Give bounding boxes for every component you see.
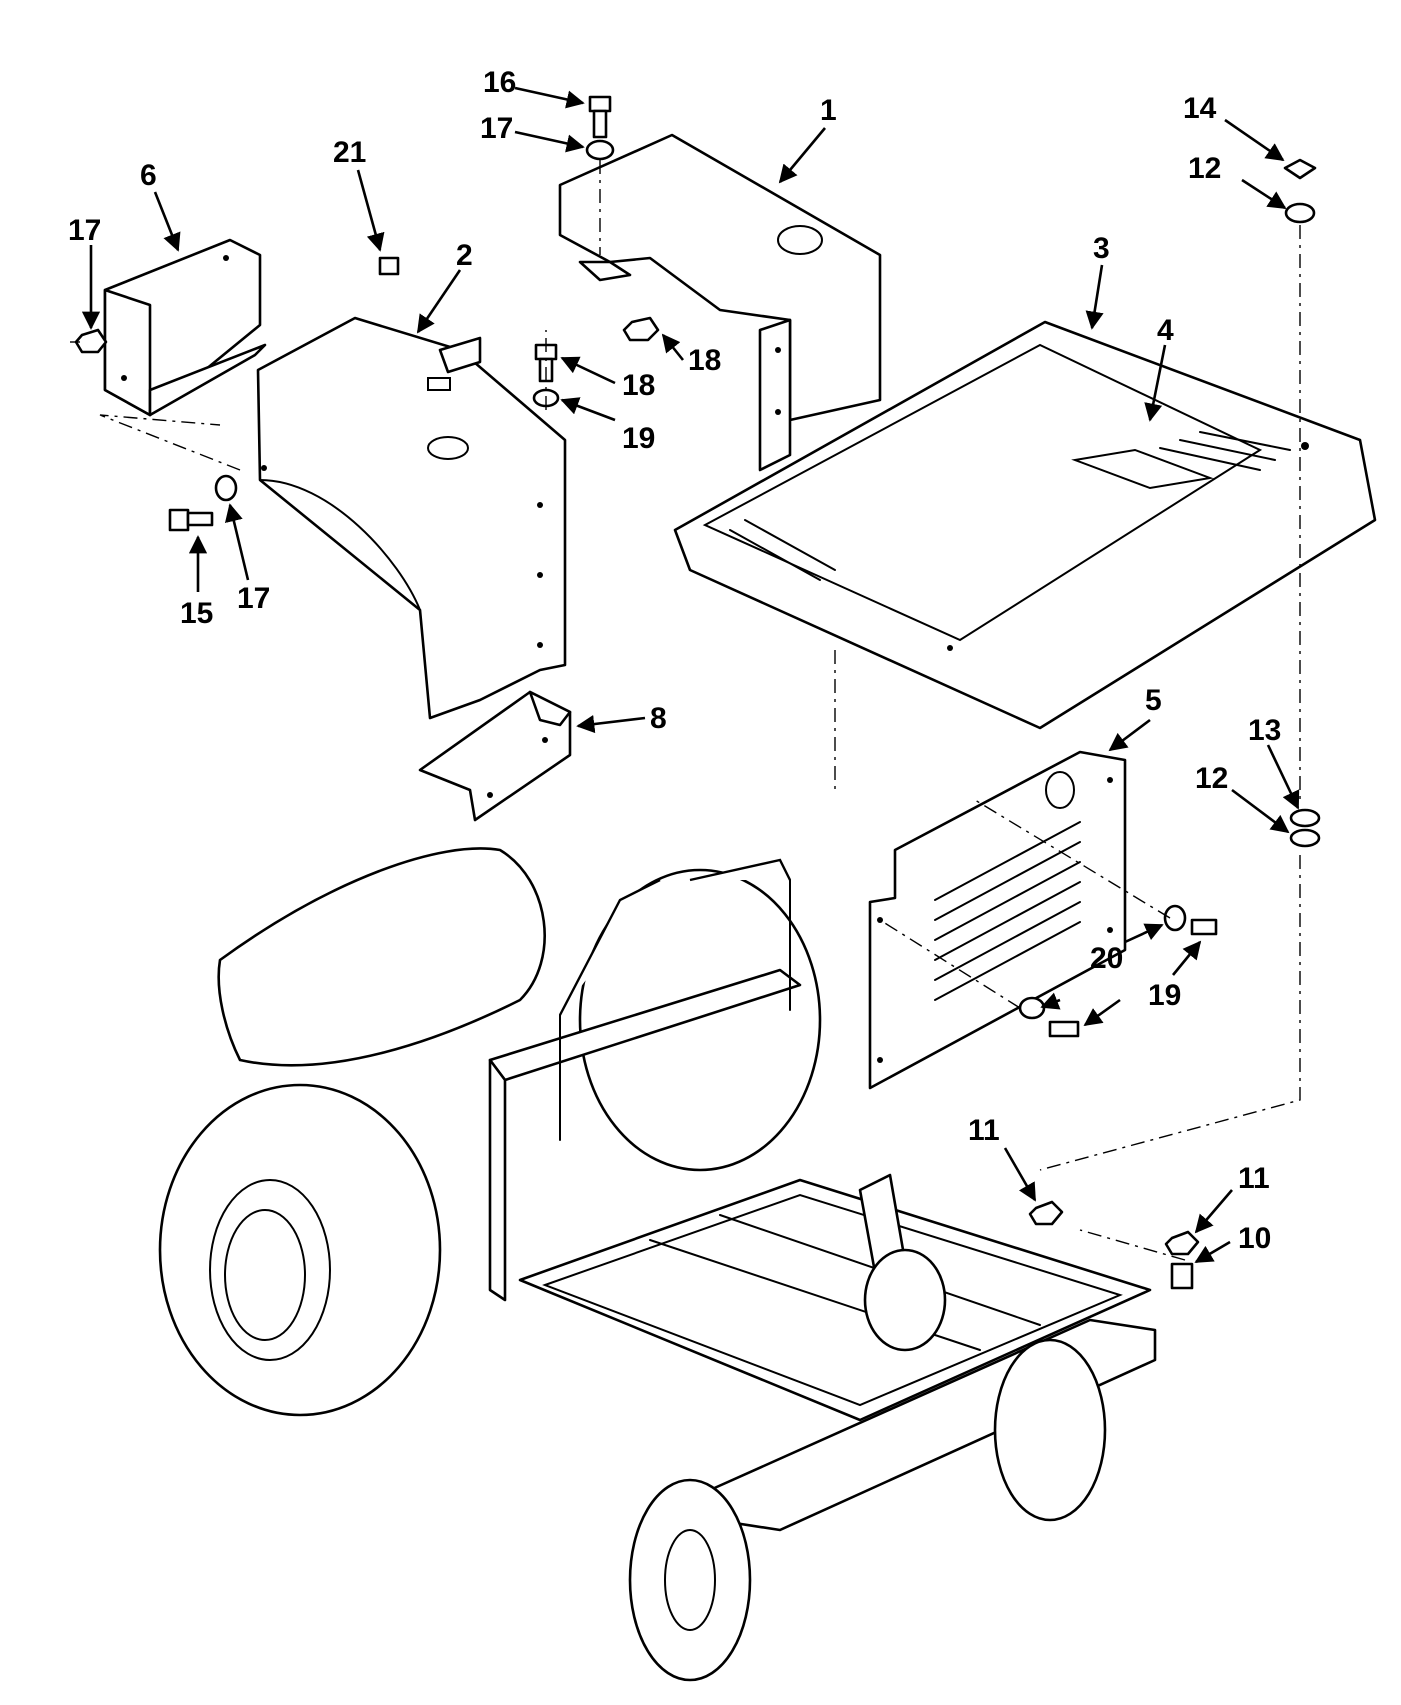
callout-17b: 17 — [237, 582, 270, 615]
washer-17-top — [585, 139, 615, 161]
callout-21: 21 — [333, 136, 366, 169]
callout-12b: 12 — [1195, 762, 1228, 795]
callout-12: 12 — [1188, 152, 1221, 185]
callout-15: 15 — [180, 597, 213, 630]
callout-5: 5 — [1145, 684, 1162, 717]
clip-21 — [378, 256, 400, 276]
callout-13: 13 — [1248, 714, 1281, 747]
callout-18: 17 — [68, 214, 101, 247]
part-6-bracket — [103, 238, 267, 417]
washer-12-top — [1284, 202, 1316, 224]
callout-1: 1 — [820, 94, 837, 127]
leader-arrows — [81, 86, 1300, 1264]
callout-6: 6 — [140, 159, 157, 192]
nut-18-top — [622, 316, 660, 342]
callout-19b: 19 — [1148, 979, 1181, 1012]
callout-14: 14 — [1183, 92, 1217, 125]
washer-13 — [1289, 808, 1321, 828]
callout-16: 16 — [483, 66, 516, 99]
part-3-top-panel — [673, 320, 1377, 730]
callout-8: 8 — [650, 702, 667, 735]
wing-nut-14 — [1283, 158, 1317, 180]
callout-18b: 18 — [688, 344, 721, 377]
callout-20b: 20 — [1090, 942, 1123, 975]
louvers — [934, 821, 1081, 1001]
bolt-15 — [168, 508, 190, 532]
part-2-side-shroud — [256, 316, 567, 720]
callout-3: 3 — [1093, 232, 1110, 265]
callout-11b: 11 — [1238, 1162, 1270, 1195]
part-1-upper-cover — [558, 133, 882, 472]
nut-11-right — [1164, 1230, 1200, 1256]
bolt-16 — [588, 95, 612, 113]
bolt-10 — [1170, 1262, 1194, 1290]
callout-11: 11 — [968, 1114, 1000, 1147]
washer-17-left — [214, 474, 238, 502]
part-5-access-panel — [868, 750, 1127, 1090]
washer-12-lower — [1289, 828, 1321, 848]
callout-20: 19 — [622, 422, 655, 455]
callout-2: 2 — [456, 239, 473, 272]
nut-11-center — [1028, 1200, 1064, 1226]
washer-20-lower — [1018, 996, 1046, 1020]
hardware — [74, 95, 1321, 1290]
washer-20-right — [1163, 904, 1187, 932]
bolt-19-lower — [1048, 1020, 1080, 1038]
part-8-angle-bracket — [418, 690, 572, 822]
nut-18-left — [74, 328, 108, 354]
callout-labels: 16 17 1 14 12 6 21 2 3 4 17 18 18 19 15 … — [68, 66, 1281, 1255]
callout-4: 4 — [1157, 314, 1174, 347]
alignment-lines — [70, 160, 1301, 1261]
frame-assembly — [158, 847, 1157, 1682]
callout-19: 18 — [622, 369, 655, 402]
callout-10: 10 — [1238, 1222, 1271, 1255]
callout-17: 17 — [480, 112, 513, 145]
part-4-decal — [1071, 448, 1214, 490]
bolt-19-right — [1190, 918, 1218, 936]
